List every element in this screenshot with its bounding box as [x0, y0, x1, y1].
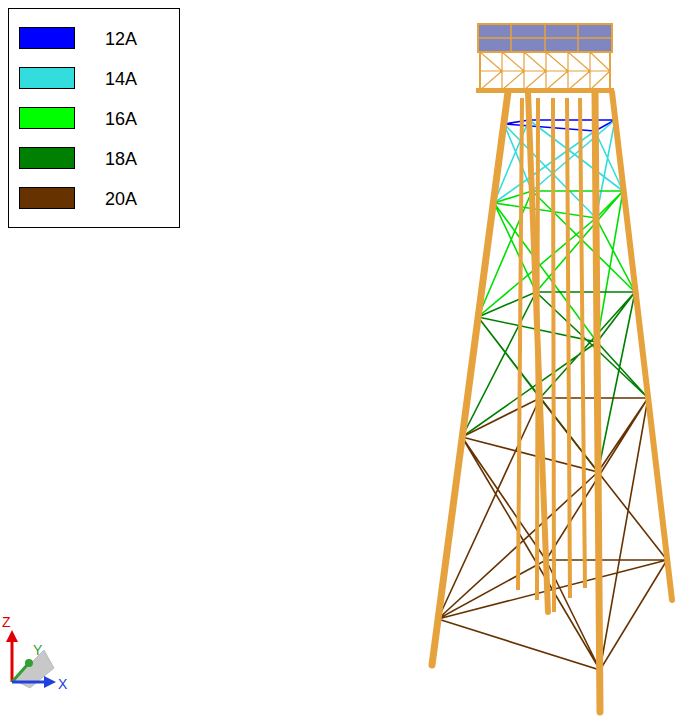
legend-text: 18A — [105, 148, 137, 170]
jacket-legs — [432, 92, 672, 712]
legend-swatch — [19, 187, 75, 209]
legend-text: 14A — [105, 68, 137, 90]
legend-swatch — [19, 147, 75, 169]
legend-swatch — [19, 67, 75, 89]
topside-deck — [476, 24, 614, 93]
legend-swatch — [19, 27, 75, 49]
legend-row: 12A — [9, 27, 179, 51]
axis-label: Z — [2, 614, 11, 630]
legend-row: 18A — [9, 147, 179, 171]
axis-label: Y — [33, 642, 42, 658]
legend-row: 20A — [9, 187, 179, 211]
axis-label: X — [58, 676, 67, 692]
legend-row: 16A — [9, 107, 179, 131]
legend-text: 16A — [105, 108, 137, 130]
legend-swatch — [19, 107, 75, 129]
axis-triad — [6, 630, 56, 688]
legend-row: 14A — [9, 67, 179, 91]
legend-text: 12A — [105, 28, 137, 50]
legend-box: 12A 14A 16A 18A 20A — [8, 8, 180, 228]
legend-text: 20A — [105, 188, 137, 210]
conductors — [518, 98, 585, 612]
